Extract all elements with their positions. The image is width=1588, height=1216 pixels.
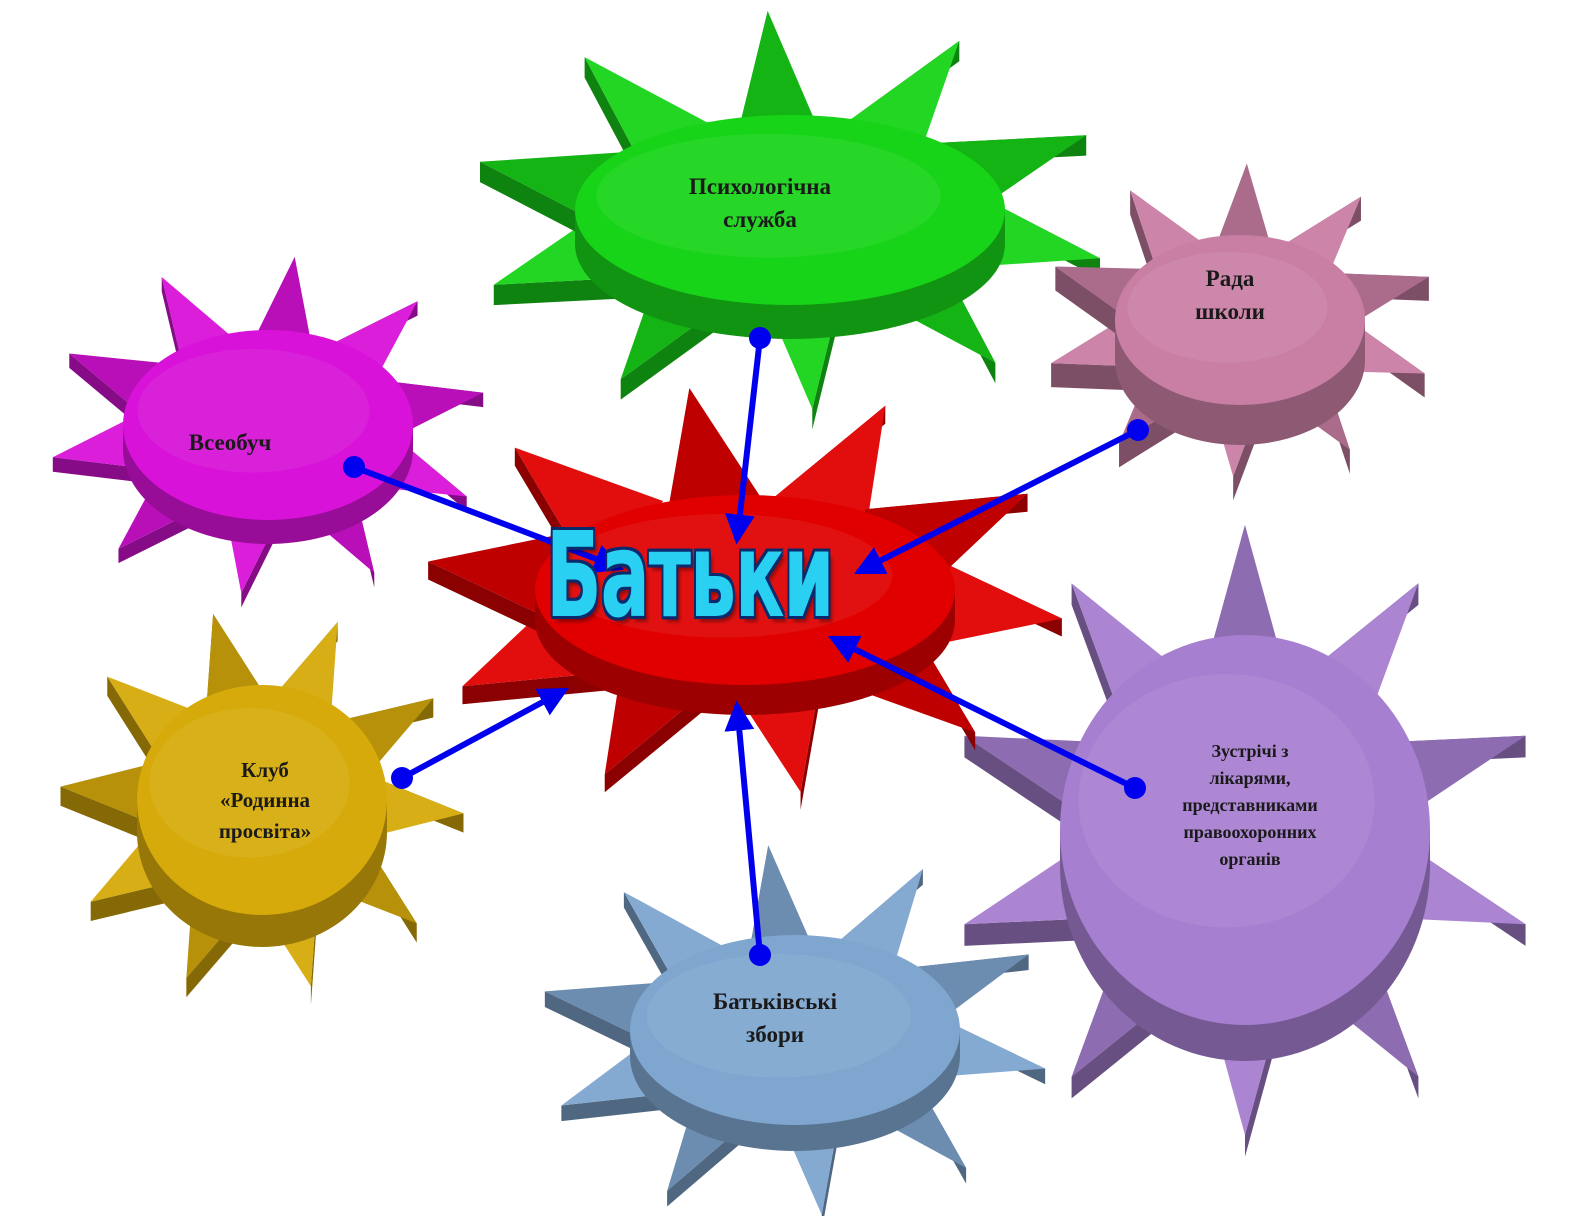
connector-club [391, 687, 569, 789]
star-shape-psych [479, 10, 1101, 430]
star-shape-vseobuch [52, 257, 484, 608]
center-title: Батьки [546, 506, 835, 644]
connector-council [853, 419, 1149, 575]
node-vseobuch-label: Всеобуч [188, 430, 272, 455]
star-shape-council [1051, 163, 1429, 501]
star-shape-meetings [544, 845, 1046, 1216]
star-shape-center [428, 388, 1062, 810]
star-shape-doctors [964, 525, 1526, 1157]
connector-meetings [724, 700, 771, 966]
connector-vseobuch [343, 456, 625, 573]
connector-doctors [827, 635, 1146, 799]
star-shape-club [60, 613, 464, 1006]
connector-psych [724, 327, 771, 545]
